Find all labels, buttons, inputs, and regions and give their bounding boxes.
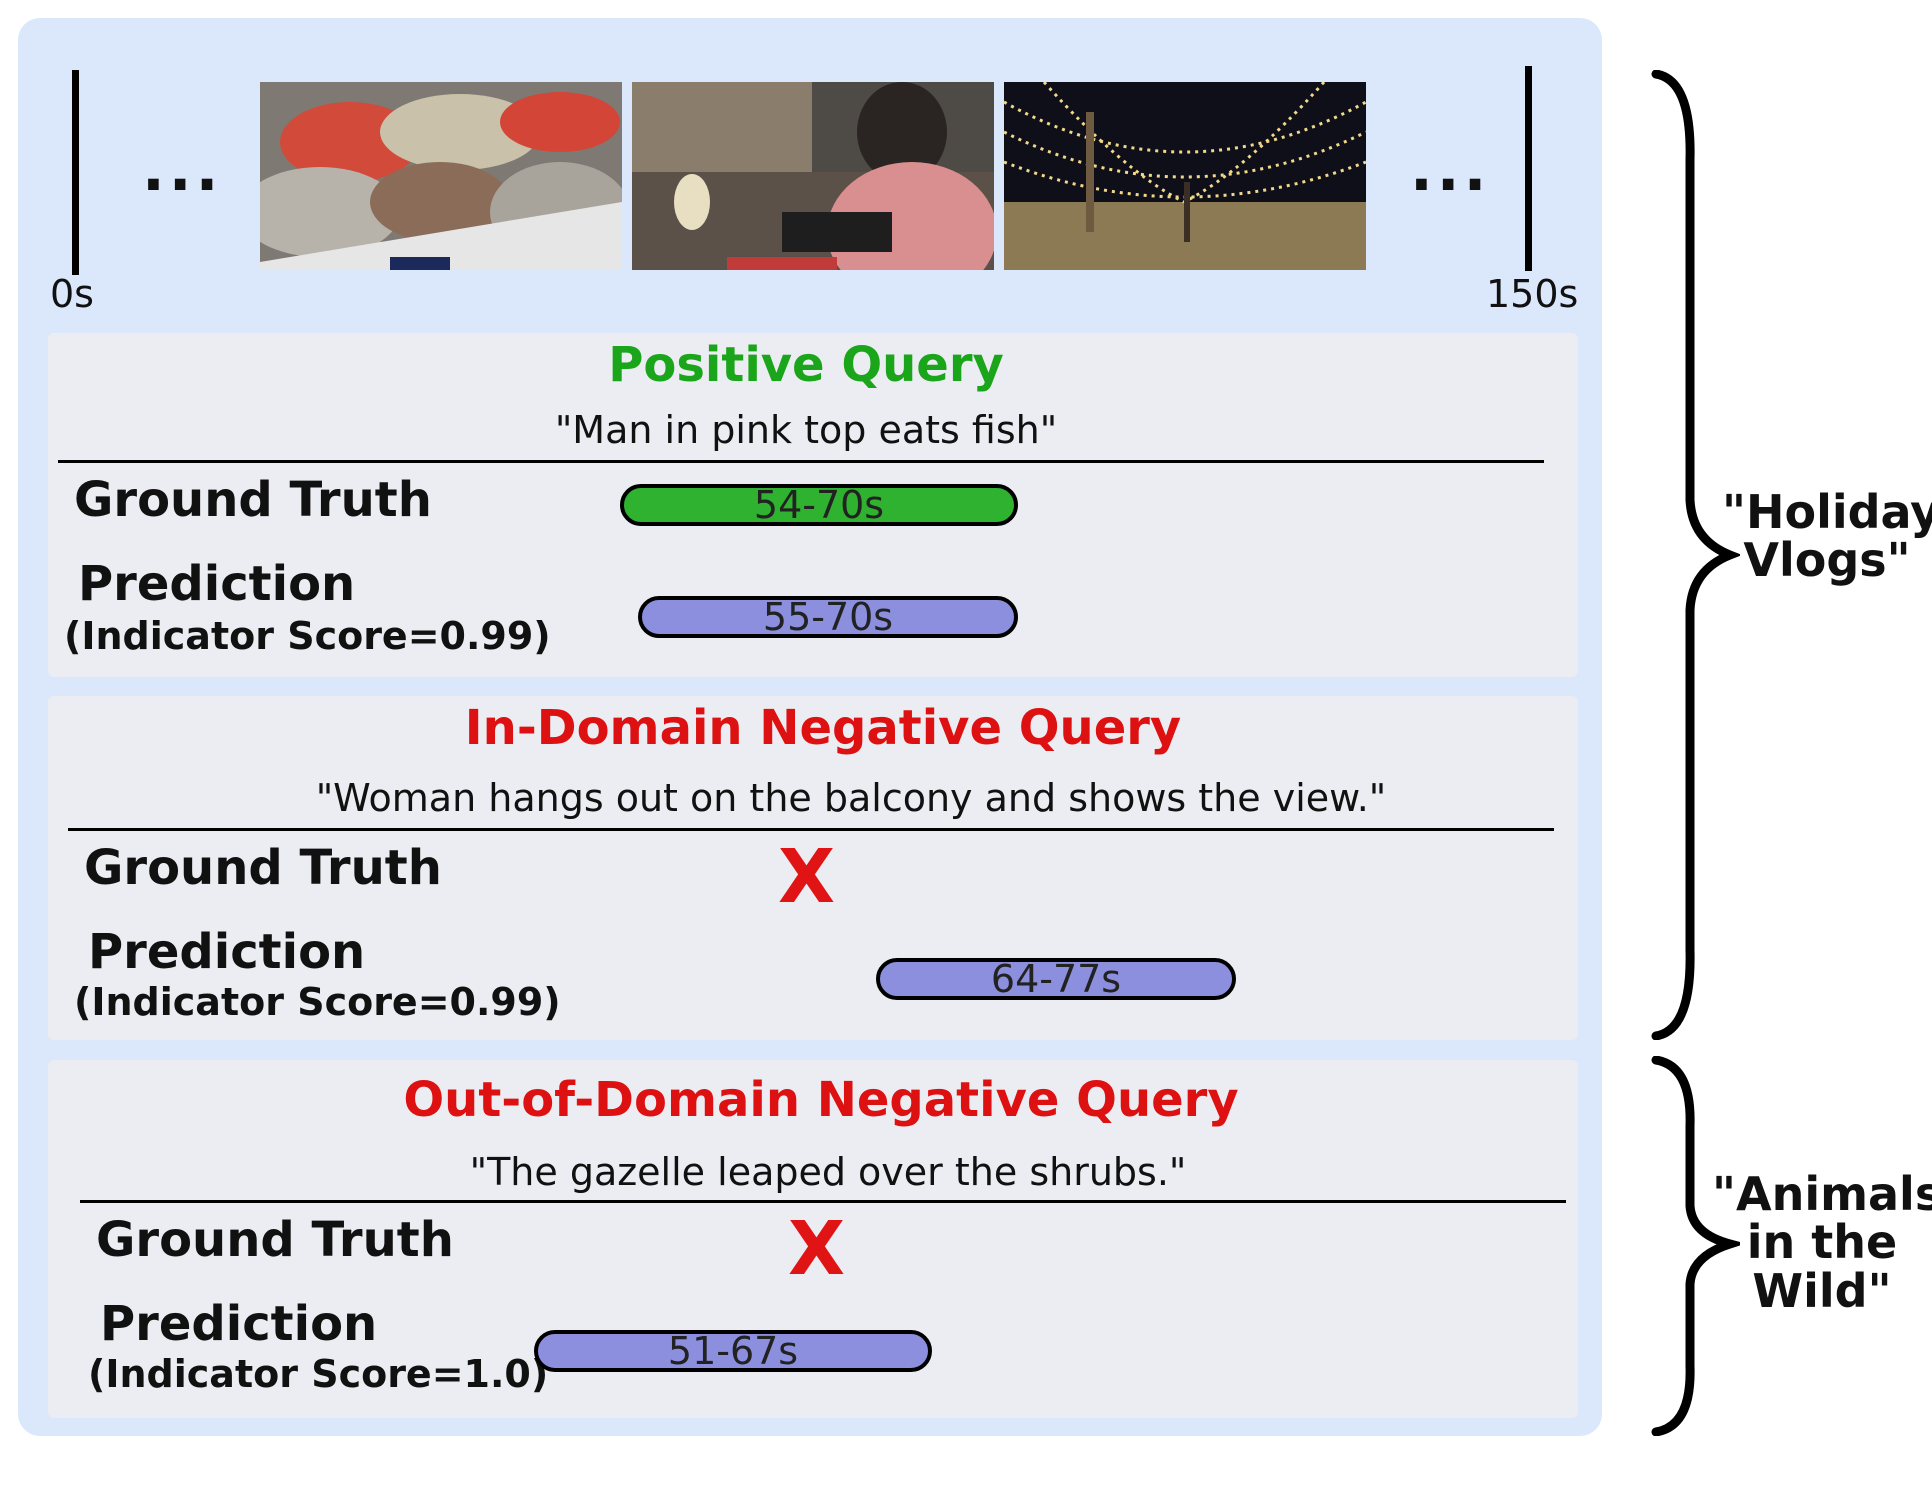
ground-truth-label: Ground Truth <box>84 840 442 896</box>
timeline-start-tick <box>72 70 79 275</box>
indicator-score-label: (Indicator Score=0.99) <box>74 980 561 1024</box>
indicator-score-label: (Indicator Score=0.99) <box>64 614 551 658</box>
string-lights-beach-frame <box>1004 82 1366 270</box>
in-domain-negative-divider <box>68 828 1554 831</box>
prediction-label: Prediction <box>78 556 356 612</box>
positive-query-title: Positive Query <box>608 337 1004 393</box>
out-of-domain-negative-text: "The gazelle leaped over the shrubs." <box>469 1150 1187 1194</box>
positive-query-text: "Man in pink top eats fish" <box>554 408 1058 452</box>
timeline-end-label: 150s <box>1486 272 1579 316</box>
holiday-vlogs-label: "Holiday Vlogs" <box>1722 485 1932 588</box>
out-of-domain-negative-divider <box>80 1200 1566 1203</box>
timeline-end-tick <box>1525 66 1532 271</box>
in-domain-negative-section <box>48 696 1578 1040</box>
no-match-x-icon: X <box>788 1206 846 1292</box>
out-of-domain-negative-title: Out-of-Domain Negative Query <box>403 1072 1239 1128</box>
ground-truth-bar: 54-70s <box>620 484 1018 526</box>
holiday-vlogs-brace-icon <box>1651 70 1740 1040</box>
prediction-bar: 51-67s <box>534 1330 932 1372</box>
no-match-x-icon: X <box>778 834 836 920</box>
man-reading-menu-frame <box>632 82 994 270</box>
ground-truth-label: Ground Truth <box>74 472 432 528</box>
prediction-bar: 64-77s <box>876 958 1236 1000</box>
in-domain-negative-text: "Woman hangs out on the balcony and show… <box>315 776 1387 820</box>
timeline-right-ellipsis: ... <box>1410 135 1491 205</box>
animals-in-wild-brace-icon <box>1651 1056 1740 1436</box>
animals-in-wild-label: "Animals in the Wild" <box>1712 1167 1932 1318</box>
in-domain-negative-title: In-Domain Negative Query <box>464 700 1182 756</box>
indicator-score-label: (Indicator Score=1.0) <box>88 1352 549 1396</box>
prediction-label: Prediction <box>88 924 366 980</box>
prediction-label: Prediction <box>100 1296 378 1352</box>
prediction-bar: 55-70s <box>638 596 1018 638</box>
positive-query-divider <box>58 460 1544 463</box>
ground-truth-label: Ground Truth <box>96 1212 454 1268</box>
seafood-display-frame <box>260 82 622 270</box>
timeline-start-label: 0s <box>50 272 94 316</box>
timeline-left-ellipsis: ... <box>142 135 223 205</box>
